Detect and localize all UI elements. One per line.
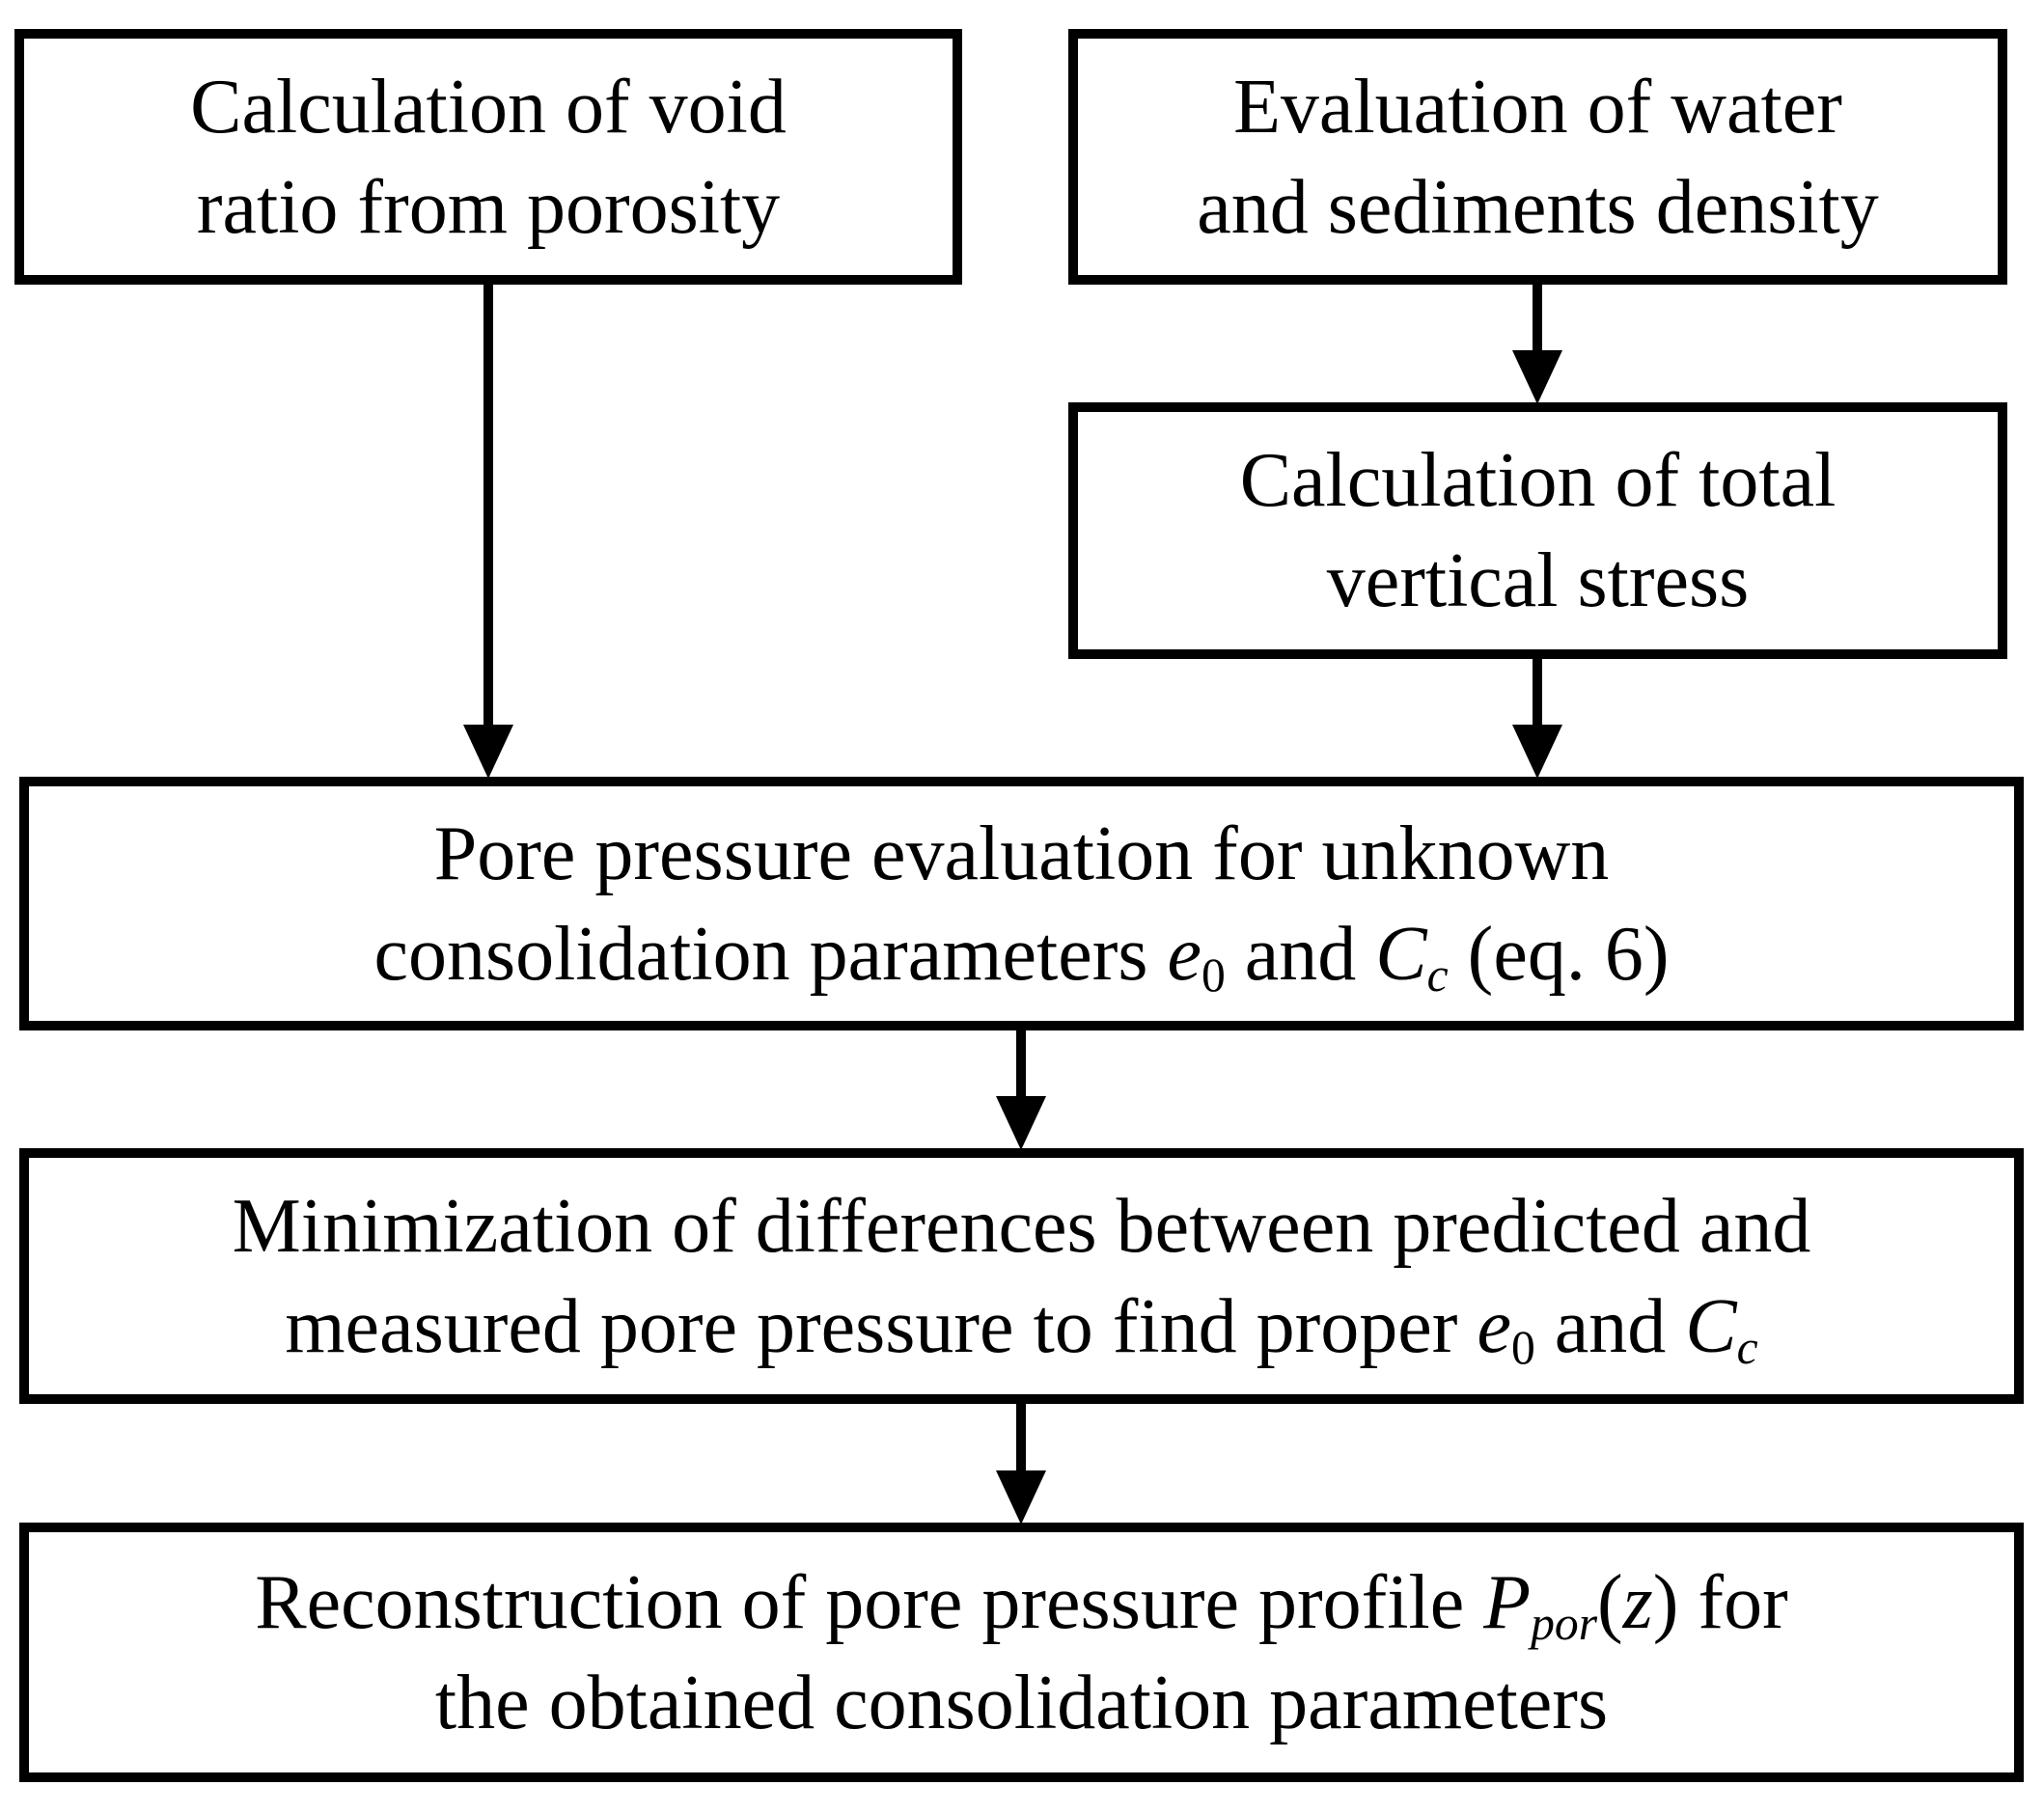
arrow-stem bbox=[1533, 285, 1542, 358]
flowchart-box-vertical-stress: Calculation of total vertical stress bbox=[1068, 402, 2007, 659]
arrow-vertical-stress-to-pore-pressure bbox=[1512, 659, 1562, 779]
arrow-minimization-to-reconstruction bbox=[996, 1404, 1046, 1525]
arrow-stem bbox=[1016, 1404, 1026, 1478]
box-text-line: measured pore pressure to find proper e0… bbox=[285, 1283, 1758, 1374]
flowchart-box-reconstruction: Reconstruction of pore pressure profile … bbox=[19, 1523, 2024, 1782]
box-text-line: Evaluation of water bbox=[1233, 64, 1842, 150]
arrow-stem bbox=[483, 285, 493, 732]
box-text-line: and sediments density bbox=[1197, 164, 1879, 250]
box-text-line: vertical stress bbox=[1326, 538, 1750, 623]
box-text-line: Pore pressure evaluation for unknown bbox=[433, 810, 1610, 896]
arrow-head-icon bbox=[1512, 350, 1562, 404]
arrow-head-icon bbox=[996, 1470, 1046, 1525]
flowchart-box-minimization: Minimization of differences between pred… bbox=[19, 1148, 2024, 1404]
box-text-line: consolidation parameters e0 and Cc (eq. … bbox=[373, 911, 1670, 1002]
arrow-pore-pressure-to-minimization bbox=[996, 1030, 1046, 1150]
box-text-line: Calculation of total bbox=[1239, 438, 1837, 523]
flowchart-box-pore-pressure-evaluation: Pore pressure evaluation for unknown con… bbox=[19, 777, 2024, 1030]
box-text-line: Reconstruction of pore pressure profile … bbox=[255, 1559, 1788, 1650]
box-text-line: the obtained consolidation parameters bbox=[434, 1660, 1609, 1745]
arrow-void-ratio-to-pore-pressure bbox=[463, 285, 513, 779]
arrow-stem bbox=[1533, 659, 1542, 732]
box-text-line: ratio from porosity bbox=[196, 164, 781, 250]
arrow-head-icon bbox=[1512, 725, 1562, 779]
arrow-head-icon bbox=[996, 1096, 1046, 1150]
flowchart-box-void-ratio: Calculation of void ratio from porosity bbox=[14, 29, 962, 285]
arrow-stem bbox=[1016, 1030, 1026, 1104]
arrow-water-density-to-vertical-stress bbox=[1512, 285, 1562, 404]
arrow-head-icon bbox=[463, 725, 513, 779]
box-text-line: Minimization of differences between pred… bbox=[232, 1183, 1811, 1269]
box-text-line: Calculation of void bbox=[190, 64, 787, 150]
flowchart-box-water-density: Evaluation of water and sediments densit… bbox=[1068, 29, 2007, 285]
